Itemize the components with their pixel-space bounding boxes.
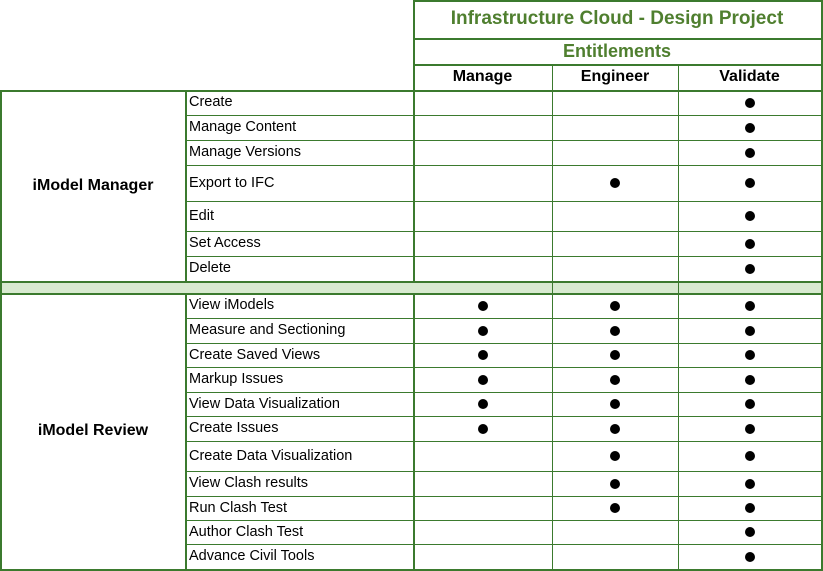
group-label-imodel-manager: iModel Manager xyxy=(32,177,154,194)
entitlement-dot xyxy=(745,326,755,336)
row-divider xyxy=(186,416,821,417)
feature-label: View iModels xyxy=(189,297,275,313)
entitlement-dot xyxy=(745,178,755,188)
entitlement-dot xyxy=(610,479,620,489)
entitlement-dot xyxy=(610,301,620,311)
row-divider xyxy=(186,115,821,116)
feature-label: Measure and Sectioning xyxy=(189,322,346,338)
feature-label: Delete xyxy=(189,260,231,276)
group-label-imodel-review: iModel Review xyxy=(37,422,149,439)
group-column-divider xyxy=(185,90,187,281)
column-header-engineer: Engineer xyxy=(580,68,650,85)
header-top-border xyxy=(413,0,823,2)
row-divider xyxy=(186,165,821,166)
header-bottom-border xyxy=(0,90,823,92)
entitlement-dot xyxy=(478,301,488,311)
entitlement-dot xyxy=(745,399,755,409)
entitlement-dot xyxy=(610,424,620,434)
entitlement-dot xyxy=(745,527,755,537)
row-divider xyxy=(186,520,821,521)
feature-label: Create Data Visualization xyxy=(189,448,353,464)
column-header-manage: Manage xyxy=(452,68,513,85)
header-left-border xyxy=(413,0,415,90)
feature-label: Markup Issues xyxy=(189,371,284,387)
entitlement-dot xyxy=(610,451,620,461)
entitlement-dot xyxy=(745,503,755,513)
entitlement-dot xyxy=(745,350,755,360)
column-divider xyxy=(678,64,679,569)
feature-label: Edit xyxy=(189,208,214,224)
entitlement-dot xyxy=(745,375,755,385)
entitlement-dot xyxy=(745,123,755,133)
group-separator xyxy=(0,281,821,293)
entitlement-dot xyxy=(745,264,755,274)
entitlement-dot xyxy=(478,375,488,385)
separator-top-border xyxy=(0,281,823,283)
title-divider xyxy=(413,38,821,40)
row-divider xyxy=(186,343,821,344)
feature-label: Set Access xyxy=(189,235,261,251)
entitlement-dot xyxy=(610,399,620,409)
entitlement-dot xyxy=(745,451,755,461)
entitlement-dot xyxy=(610,178,620,188)
feature-label: Create Saved Views xyxy=(189,347,321,363)
row-divider xyxy=(186,471,821,472)
entitlement-dot xyxy=(610,350,620,360)
entitlements-heading: Entitlements xyxy=(562,41,672,61)
row-divider xyxy=(186,441,821,442)
column-divider xyxy=(413,293,415,569)
table-title: Infrastructure Cloud - Design Project xyxy=(450,8,784,29)
row-divider xyxy=(186,256,821,257)
entitlement-dot xyxy=(478,399,488,409)
subtitle-divider xyxy=(413,64,821,66)
entitlement-dot xyxy=(745,479,755,489)
entitlement-dot xyxy=(745,424,755,434)
row-divider xyxy=(186,367,821,368)
feature-label: Manage Content xyxy=(189,119,297,135)
feature-label: Run Clash Test xyxy=(189,500,288,516)
outer-bottom-border xyxy=(0,569,823,571)
entitlement-dot xyxy=(745,98,755,108)
column-divider xyxy=(552,64,553,569)
row-divider xyxy=(186,318,821,319)
row-divider xyxy=(186,392,821,393)
entitlement-dot xyxy=(610,326,620,336)
feature-label: Manage Versions xyxy=(189,144,302,160)
feature-label: Export to IFC xyxy=(189,175,275,191)
entitlement-dot xyxy=(610,503,620,513)
feature-label: View Clash results xyxy=(189,475,309,491)
row-divider xyxy=(186,544,821,545)
feature-label: Author Clash Test xyxy=(189,524,304,540)
entitlement-dot xyxy=(478,326,488,336)
entitlement-dot xyxy=(478,350,488,360)
outer-right-border xyxy=(821,0,823,571)
separator-bottom-border xyxy=(0,293,823,295)
feature-label: View Data Visualization xyxy=(189,396,340,412)
outer-left-border xyxy=(0,90,2,571)
group-column-divider xyxy=(185,293,187,569)
column-header-validate: Validate xyxy=(719,68,780,85)
row-divider xyxy=(186,140,821,141)
feature-label: Create xyxy=(189,94,233,110)
entitlement-dot xyxy=(745,552,755,562)
entitlement-dot xyxy=(745,148,755,158)
column-divider xyxy=(413,90,415,281)
feature-label: Advance Civil Tools xyxy=(189,548,315,564)
row-divider xyxy=(186,496,821,497)
row-divider xyxy=(186,201,821,202)
entitlement-dot xyxy=(478,424,488,434)
row-divider xyxy=(186,231,821,232)
entitlement-dot xyxy=(745,239,755,249)
entitlement-dot xyxy=(745,301,755,311)
entitlement-dot xyxy=(610,375,620,385)
entitlement-dot xyxy=(745,211,755,221)
feature-label: Create Issues xyxy=(189,420,279,436)
